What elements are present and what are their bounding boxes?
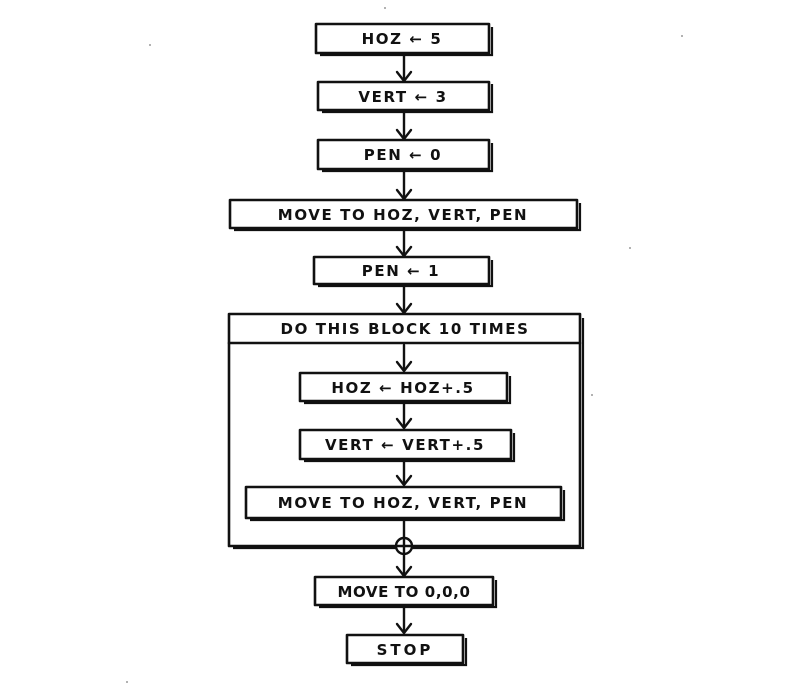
step-move-first-label: MOVE TO HOZ, VERT, PEN xyxy=(278,206,528,224)
step-move-first: MOVE TO HOZ, VERT, PEN xyxy=(228,198,582,232)
step-vert-init: VERT ← 3 xyxy=(316,80,494,114)
step-return-origin-label: MOVE TO 0,0,0 xyxy=(337,583,470,601)
step-stop: STOP xyxy=(345,633,468,667)
loop-header-label: DO THIS BLOCK 10 TIMES xyxy=(281,320,530,338)
loop-step-hoz-inc-label: HOZ ← HOZ+.5 xyxy=(331,379,474,397)
step-return-origin: MOVE TO 0,0,0 xyxy=(313,575,498,609)
step-pen-down: PEN ← 1 xyxy=(312,255,494,288)
speck xyxy=(149,44,151,46)
loop-step-move-label: MOVE TO HOZ, VERT, PEN xyxy=(278,494,528,512)
speck xyxy=(629,247,631,249)
speck xyxy=(126,681,128,683)
loop-junction-symbol xyxy=(394,536,414,556)
loop-step-move: MOVE TO HOZ, VERT, PEN xyxy=(244,485,566,522)
step-hoz-init: HOZ ← 5 xyxy=(314,22,494,57)
step-vert-init-label: VERT ← 3 xyxy=(358,88,447,106)
loop-block: DO THIS BLOCK 10 TIMES xyxy=(227,312,585,550)
speck xyxy=(384,7,386,9)
step-pen-init-label: PEN ← 0 xyxy=(364,146,442,164)
speck xyxy=(681,35,683,37)
loop-step-hoz-inc: HOZ ← HOZ+.5 xyxy=(298,371,512,405)
loop-step-vert-inc-label: VERT ← VERT+.5 xyxy=(325,436,485,454)
speck xyxy=(591,394,593,396)
loop-step-vert-inc: VERT ← VERT+.5 xyxy=(298,428,516,463)
step-stop-label: STOP xyxy=(377,641,434,659)
step-hoz-init-label: HOZ ← 5 xyxy=(362,30,443,48)
step-pen-init: PEN ← 0 xyxy=(316,138,494,173)
step-pen-down-label: PEN ← 1 xyxy=(362,262,440,280)
